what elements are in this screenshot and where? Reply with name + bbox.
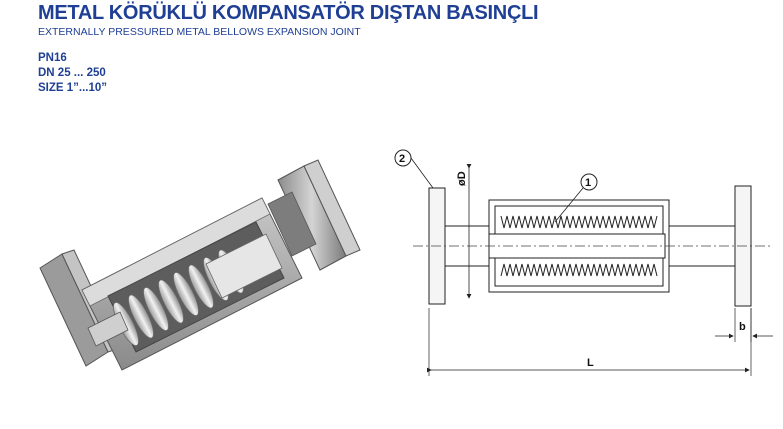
bellows-coil [188, 264, 214, 309]
svg-text:2: 2 [399, 153, 405, 165]
spec-dn-range: DN 25 ... 250 [38, 67, 106, 79]
page-title: METAL KÖRÜKLÜ KOMPANSATÖR DIŞTAN BASINÇL… [38, 2, 539, 24]
spec-pressure: PN16 [38, 52, 67, 64]
page-subtitle: EXTERNALLY PRESSURED METAL BELLOWS EXPAN… [38, 26, 361, 38]
bellows-coil [143, 286, 169, 332]
spec-size-range: SIZE 1”...10” [38, 82, 108, 94]
right-flange [267, 159, 361, 271]
bellows-coil [128, 294, 154, 339]
diameter-label: øD [456, 171, 468, 186]
diameter-dimension: øD [456, 164, 472, 299]
inner-pipe [87, 233, 283, 347]
length-label: L [587, 357, 594, 369]
flange-thickness-dimension: b [715, 308, 773, 342]
bellows-coil [173, 271, 199, 317]
technical-drawing: øD L b 1 2 [394, 149, 773, 376]
flange-thickness-label: b [739, 321, 746, 333]
bellows-section [500, 215, 658, 277]
length-dimension: L [427, 308, 752, 376]
svg-text:1: 1 [585, 177, 591, 189]
bellows-coil [158, 279, 184, 324]
callout-2: 2 [394, 149, 434, 189]
bellows-cutaway-render [39, 159, 361, 371]
callout-1: 1 [554, 173, 598, 223]
